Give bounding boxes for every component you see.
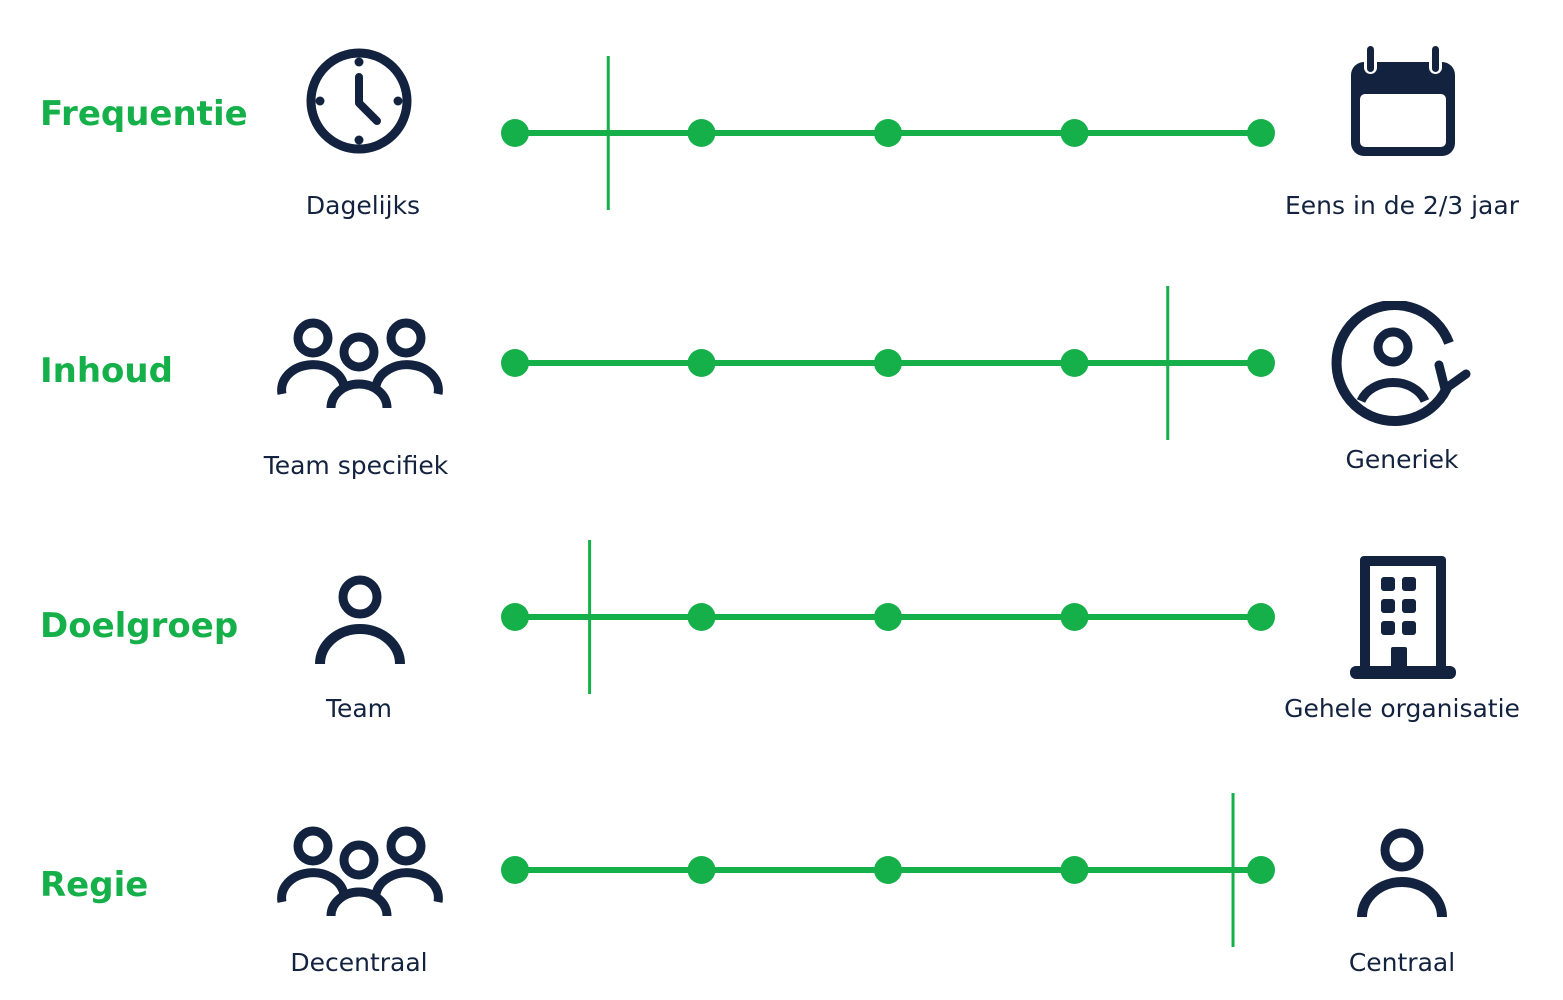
scale-point [687,119,716,147]
scale-doelgroep [501,540,1275,694]
scale-point [1247,603,1275,631]
scale-frequentie [501,56,1275,210]
scale-point [1060,349,1089,377]
scale-point [501,856,529,884]
group-icon [277,318,443,409]
clock-icon [306,48,412,154]
scale-point [874,349,902,377]
scale-point [1247,349,1275,377]
calendar-icon [1351,44,1455,156]
left-label-doelgroep: Team [325,694,393,723]
scale-regie [501,793,1275,947]
scale-inhoud [501,286,1275,440]
left-label-inhoud: Team specifiek [263,451,449,480]
scale-point [874,119,902,147]
scale-point [501,603,529,631]
scale-point [687,349,716,377]
scale-point [687,603,716,631]
left-label-frequentie: Dagelijks [305,191,421,220]
user-circle-refresh-icon [1331,301,1471,426]
scale-point [1060,603,1089,631]
right-label-doelgroep: Gehele organisatie [1284,694,1520,723]
scale-point [874,856,902,884]
scale-point [874,603,902,631]
user-icon [1357,828,1447,918]
group-icon [277,826,443,917]
scale-point [501,119,529,147]
scale-point [1247,119,1275,147]
office-building-icon [1350,556,1456,679]
row-title-regie: Regie [40,865,149,905]
scale-point [687,856,716,884]
user-icon [315,575,405,665]
right-label-inhoud: Generiek [1345,445,1459,474]
row-title-doelgroep: Doelgroep [40,606,239,646]
row-title-frequentie: Frequentie [40,94,248,134]
right-label-regie: Centraal [1348,948,1456,977]
scale-point [1060,856,1089,884]
right-label-frequentie: Eens in de 2/3 jaar [1285,191,1519,220]
left-label-regie: Decentraal [290,948,428,977]
scale-point [1247,856,1275,884]
row-title-inhoud: Inhoud [40,351,173,391]
scale-point [1060,119,1089,147]
scale-point [501,349,529,377]
